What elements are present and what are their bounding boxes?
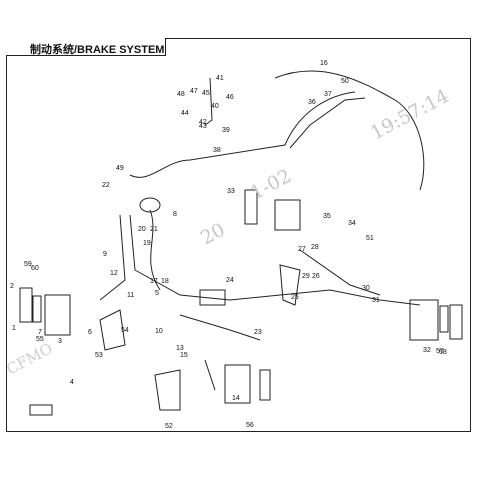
callout-23: 23 [254, 329, 262, 336]
front-right-line [229, 289, 421, 306]
callout-9: 9 [103, 251, 107, 258]
callout-29: 29 [302, 273, 310, 280]
callout-59: 59 [24, 261, 32, 268]
callout-2: 2 [10, 283, 14, 290]
callout-32: 32 [423, 347, 431, 354]
lower-brake-line [179, 314, 261, 341]
callout-17: 17 [150, 278, 158, 285]
callout-4: 4 [70, 379, 74, 386]
callout-3: 3 [58, 338, 62, 345]
master-cylinder [199, 289, 226, 306]
callout-7: 7 [38, 329, 42, 336]
callout-10: 10 [155, 328, 163, 335]
rear-brake-hose-top [129, 91, 356, 178]
callout-45: 45 [202, 90, 210, 97]
callout-54: 54 [121, 327, 129, 334]
callout-18: 18 [161, 278, 169, 285]
callout-53: 53 [95, 352, 103, 359]
lower-caliper [224, 364, 251, 404]
lower-pad [259, 369, 271, 401]
left-pad [32, 295, 42, 323]
front-line-to-master [129, 214, 231, 301]
right-pad [439, 305, 449, 333]
pedal-lever [204, 77, 213, 126]
diagram-title: 制动系统/BRAKE SYSTEM [30, 44, 165, 56]
mid-line [299, 249, 381, 296]
callout-30: 30 [362, 285, 370, 292]
callout-40: 40 [211, 103, 219, 110]
callout-1: 1 [12, 325, 16, 332]
watermark-date: 20 [197, 219, 229, 250]
callout-56: 56 [246, 422, 254, 429]
reservoir [139, 197, 161, 213]
callout-37: 37 [324, 91, 332, 98]
callout-20: 20 [138, 226, 146, 233]
callout-46: 46 [226, 94, 234, 101]
callout-26: 26 [312, 273, 320, 280]
bracket-53 [99, 309, 126, 351]
callout-13: 13 [176, 345, 184, 352]
callout-52: 52 [165, 423, 173, 430]
callout-19: 19 [143, 240, 151, 247]
callout-36: 36 [308, 99, 316, 106]
callout-41: 41 [216, 75, 224, 82]
watermark-time: 19:57:14 [367, 85, 453, 144]
callout-57: 57 [436, 348, 444, 355]
callout-51: 51 [366, 235, 374, 242]
callout-33: 33 [227, 188, 235, 195]
title-box [6, 38, 166, 56]
callout-38: 38 [213, 147, 221, 154]
callout-11: 11 [127, 292, 134, 299]
callout-60: 60 [31, 265, 39, 272]
diagram-frame [6, 38, 471, 432]
callout-6: 6 [88, 329, 92, 336]
callout-39: 39 [222, 127, 230, 134]
callout-12: 12 [110, 270, 118, 277]
callout-5: 5 [155, 290, 159, 297]
callout-43: 43 [199, 123, 207, 130]
left-disc [19, 287, 33, 323]
left-caliper [44, 294, 71, 336]
callout-44: 44 [181, 110, 189, 117]
callout-15: 15 [180, 352, 188, 359]
center-line [204, 359, 216, 391]
callout-22: 22 [102, 182, 110, 189]
callout-28: 28 [311, 244, 319, 251]
connector-box [29, 404, 53, 416]
callout-21: 21 [150, 226, 158, 233]
right-disc [449, 304, 463, 340]
hose-right-upper [274, 70, 425, 191]
callout-47: 47 [190, 88, 198, 95]
pedal-assembly [279, 264, 301, 306]
callout-55: 55 [36, 336, 44, 343]
rear-disc-upper [244, 189, 258, 225]
front-left-brake-line [99, 214, 126, 301]
callout-25: 25 [291, 294, 299, 301]
right-caliper [409, 299, 439, 341]
watermark-brand: CFMO [3, 339, 55, 378]
callout-58: 58 [439, 349, 447, 356]
callout-49: 49 [116, 165, 124, 172]
rear-brake-line [289, 97, 366, 149]
callout-48: 48 [177, 91, 185, 98]
callout-24: 24 [226, 277, 234, 284]
callout-50: 50 [341, 78, 349, 85]
callout-14: 14 [232, 395, 240, 402]
bracket-52 [154, 369, 181, 411]
pedal-cable [149, 209, 161, 291]
rear-caliper-upper [274, 199, 301, 231]
callout-31: 31 [372, 297, 380, 304]
callout-27: 27 [298, 246, 306, 253]
watermark-date-2: 1-02 [247, 165, 295, 204]
callout-35: 35 [323, 213, 331, 220]
callout-16: 16 [320, 60, 328, 67]
callout-42: 42 [199, 119, 207, 126]
callout-34: 34 [348, 220, 356, 227]
callout-8: 8 [173, 211, 177, 218]
